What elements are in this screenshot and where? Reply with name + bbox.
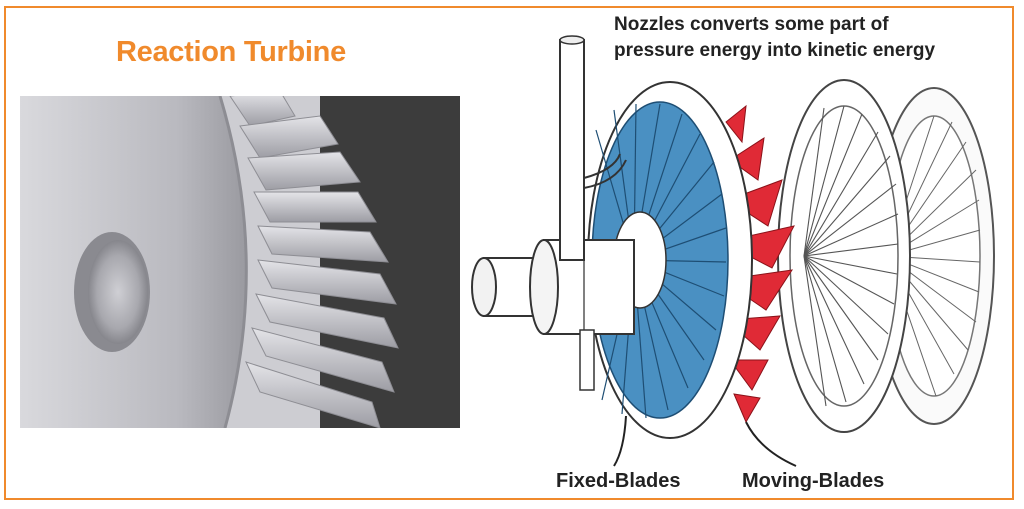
- nozzle-caption: Nozzles converts some part of pressure e…: [614, 12, 994, 64]
- moving-blades-leader: [745, 421, 797, 467]
- fixed-blades-leader: [613, 415, 627, 467]
- moving-blades-label: Moving-Blades: [742, 470, 885, 492]
- steam-inlet-pipe: [559, 35, 627, 391]
- title: Reaction Turbine: [116, 36, 346, 68]
- fixed-blades-label: Fixed-Blades: [556, 470, 681, 492]
- caption-line-1: Nozzles converts some part of: [614, 14, 889, 35]
- middle-stage-wheel: [777, 79, 911, 433]
- caption-line-2: pressure energy into kinetic energy: [614, 40, 936, 61]
- rear-stage-wheel: [873, 87, 995, 425]
- turbine-render-image: [20, 96, 460, 428]
- turbine-schematic: [464, 30, 1004, 470]
- turbine-shaft: [471, 239, 635, 335]
